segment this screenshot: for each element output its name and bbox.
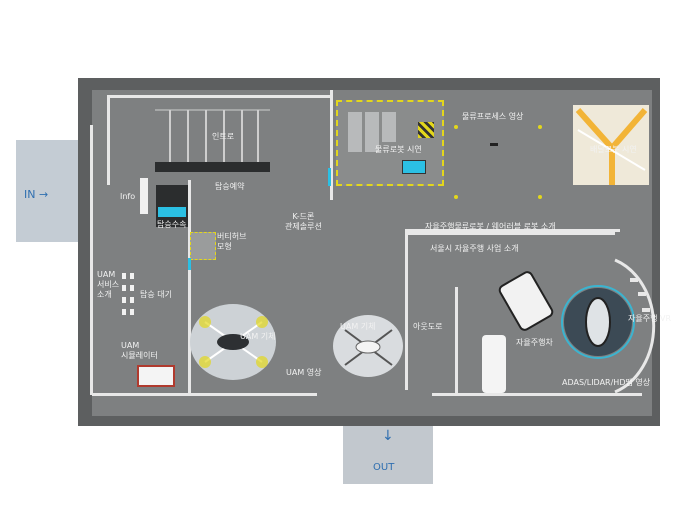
wall-left <box>107 95 110 185</box>
hazard-zone <box>418 122 434 138</box>
intro-label: 인트로 <box>212 132 235 141</box>
cyan-accent-1 <box>328 168 331 186</box>
uam-simulator-label: UAM 시뮬레이터 <box>121 341 158 360</box>
wall-inner-left <box>188 180 191 380</box>
uam-simulator <box>137 365 175 387</box>
exhibit-box <box>482 335 506 393</box>
uam-video-label: UAM 영상 <box>286 368 322 377</box>
autonomous-vehicle-label: 자율주행차 <box>516 338 553 347</box>
info-label: Info <box>120 192 136 201</box>
info-desk <box>140 178 148 214</box>
shelf-2 <box>365 112 379 152</box>
logistics-robot <box>402 160 426 174</box>
shelf-1 <box>348 112 362 152</box>
wall-left-vertical <box>90 125 93 395</box>
intro-frame <box>155 162 270 172</box>
k-drone-label: K-드론 관제솔루션 <box>285 212 322 231</box>
wall-bottom-right <box>432 393 642 396</box>
boarding-wait-label: 탑승 대기 <box>140 290 172 299</box>
wall-corridor-top <box>405 232 615 235</box>
autonomous-vr-label: 자율주행 VR <box>628 314 672 323</box>
entrance-corridor <box>16 140 78 242</box>
boarding-procedure-label: 탑승수속 <box>157 220 187 229</box>
wall-bottom-left <box>92 393 317 396</box>
exit-arrow-icon: ↓ <box>382 428 394 444</box>
boarding-reservation-label: 탑승예약 <box>215 182 245 191</box>
boarding-gate <box>156 185 188 227</box>
exit-corridor <box>343 426 433 484</box>
logistics-process-video-label: 물류프로세스 영상 <box>462 112 524 121</box>
logistics-robot-demo-label: 물류로봇 시연 <box>375 145 422 154</box>
uam-aircraft-1-label: UAM 기체 <box>240 332 276 341</box>
boarding-gate-screen <box>158 207 186 217</box>
delivery-robot-demo-label: 배달로봇 시연 <box>590 145 637 154</box>
outdoor-robot-label: 아웃도로 <box>413 322 443 331</box>
uam-service-label: UAM 서비스 소개 <box>97 270 120 299</box>
wall-mid-vertical <box>330 90 333 200</box>
wall-top-left <box>107 95 332 98</box>
seoul-autonomous-label: 서울시 자율주행 사업 소개 <box>430 244 519 253</box>
shelf-3 <box>382 112 396 142</box>
wall-sim-divider <box>188 380 191 396</box>
cyan-accent-2 <box>188 258 191 270</box>
autonomous-logistics-label: 자율주행물류로봇 / 웨어러블 로봇 소개 <box>425 222 556 231</box>
robot-corridor-wall <box>405 229 620 232</box>
arrow-right-icon: → <box>38 188 49 201</box>
vertihub-model <box>190 232 216 260</box>
wall-corridor-left <box>405 232 408 390</box>
uam-aircraft-2-label: UAM 기체 <box>340 322 376 331</box>
exit-label: OUT <box>373 462 395 473</box>
wall-out-road <box>455 287 458 393</box>
adas-video-label: ADAS/LIDAR/HD맵 영상 <box>562 378 651 387</box>
entrance-label: IN → <box>24 188 49 201</box>
vertihub-model-label: 버티허브 모형 <box>217 232 247 251</box>
